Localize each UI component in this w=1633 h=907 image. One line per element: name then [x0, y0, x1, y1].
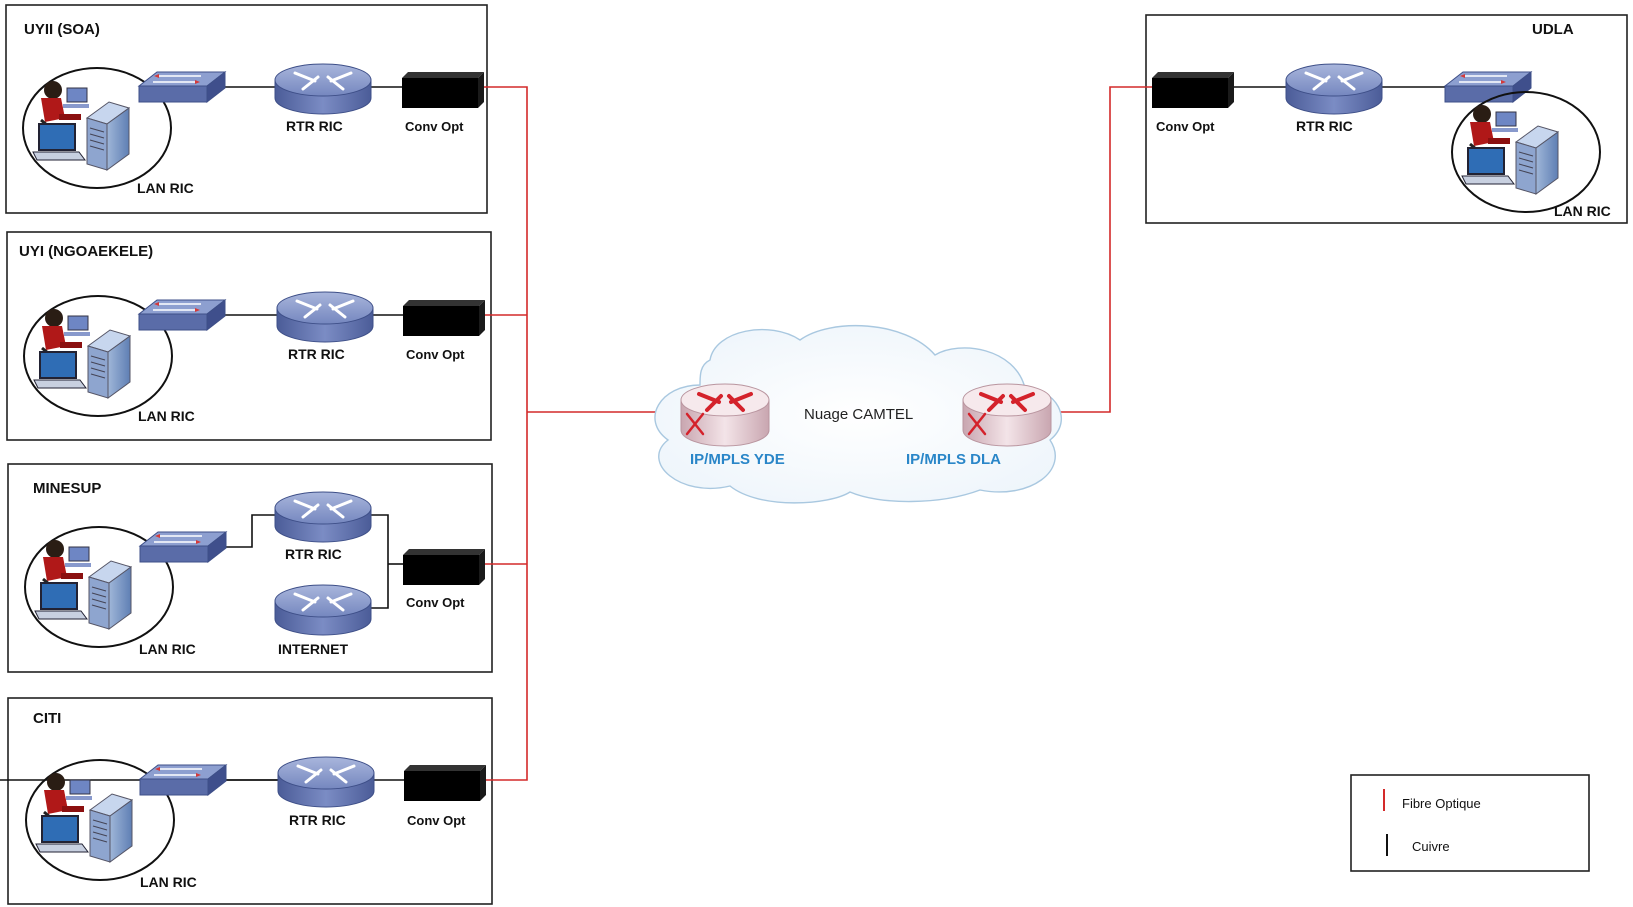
switch-icon — [138, 763, 228, 797]
lan-label: LAN RIC — [1554, 203, 1611, 219]
router-icon — [277, 756, 375, 808]
converter-label: Conv Opt — [407, 813, 466, 828]
switch-icon — [137, 298, 227, 332]
lan-group — [24, 526, 174, 648]
router-icon — [276, 291, 374, 343]
converter-label: Conv Opt — [406, 595, 465, 610]
site-title: CITI — [33, 710, 61, 727]
converter-label: Conv Opt — [405, 119, 464, 134]
router-label: RTR RIC — [288, 346, 345, 362]
legend-box — [1350, 774, 1590, 872]
optical-converter-icon — [403, 300, 485, 336]
switch-icon — [1443, 70, 1533, 104]
site-box-uyii-soa — [5, 4, 488, 214]
site-title: UDLA — [1532, 21, 1574, 38]
lan-group — [25, 759, 175, 881]
internet-router-label: INTERNET — [278, 641, 348, 657]
user-icon — [43, 773, 92, 824]
site-box-udla — [1145, 14, 1628, 224]
legend-fiber-label: Fibre Optique — [1402, 796, 1481, 811]
site-box-uyi-ngoaekele — [6, 231, 492, 441]
user-icon — [42, 540, 91, 591]
converter-label: Conv Opt — [1156, 119, 1215, 134]
server-icon — [1514, 125, 1560, 195]
laptop-icon — [33, 351, 87, 389]
switch-icon — [137, 70, 227, 104]
site-box-citi — [7, 697, 493, 905]
user-icon — [1469, 105, 1518, 156]
router-label: RTR RIC — [289, 812, 346, 828]
router-label: RTR RIC — [285, 546, 342, 562]
router-label: RTR RIC — [1296, 118, 1353, 134]
mpls-router-label: IP/MPLS YDE — [690, 451, 785, 468]
router-icon — [274, 584, 372, 636]
site-box-minesup — [7, 463, 493, 673]
lan-label: LAN RIC — [138, 408, 195, 424]
cloud-icon — [654, 325, 1062, 504]
laptop-icon — [1461, 147, 1515, 185]
lan-label: LAN RIC — [139, 641, 196, 657]
lan-label: LAN RIC — [137, 180, 194, 196]
optical-converter-icon — [403, 549, 485, 585]
user-icon — [40, 81, 89, 132]
router-label: RTR RIC — [286, 118, 343, 134]
server-icon — [88, 793, 134, 863]
mpls-router-icon — [680, 383, 770, 447]
switch-icon — [138, 530, 228, 564]
server-icon — [85, 101, 131, 171]
laptop-icon — [34, 582, 88, 620]
optical-converter-icon — [1152, 72, 1234, 108]
lan-group — [23, 295, 173, 417]
site-title: UYI (NGOAEKELE) — [19, 243, 153, 260]
user-icon — [41, 309, 90, 360]
cloud-label: Nuage CAMTEL — [804, 406, 913, 423]
lan-group — [22, 67, 172, 189]
site-title: UYII (SOA) — [24, 21, 100, 38]
legend-copper-label: Cuivre — [1412, 839, 1450, 854]
mpls-router-icon — [962, 383, 1052, 447]
router-icon — [274, 491, 372, 543]
site-title: MINESUP — [33, 480, 101, 497]
lan-group — [1451, 91, 1601, 213]
mpls-router-label: IP/MPLS DLA — [906, 451, 1001, 468]
laptop-icon — [32, 123, 86, 161]
converter-label: Conv Opt — [406, 347, 465, 362]
lan-label: LAN RIC — [140, 874, 197, 890]
server-icon — [87, 560, 133, 630]
laptop-icon — [35, 815, 89, 853]
optical-converter-icon — [404, 765, 486, 801]
router-icon — [274, 63, 372, 115]
optical-converter-icon — [402, 72, 484, 108]
server-icon — [86, 329, 132, 399]
router-icon — [1285, 63, 1383, 115]
